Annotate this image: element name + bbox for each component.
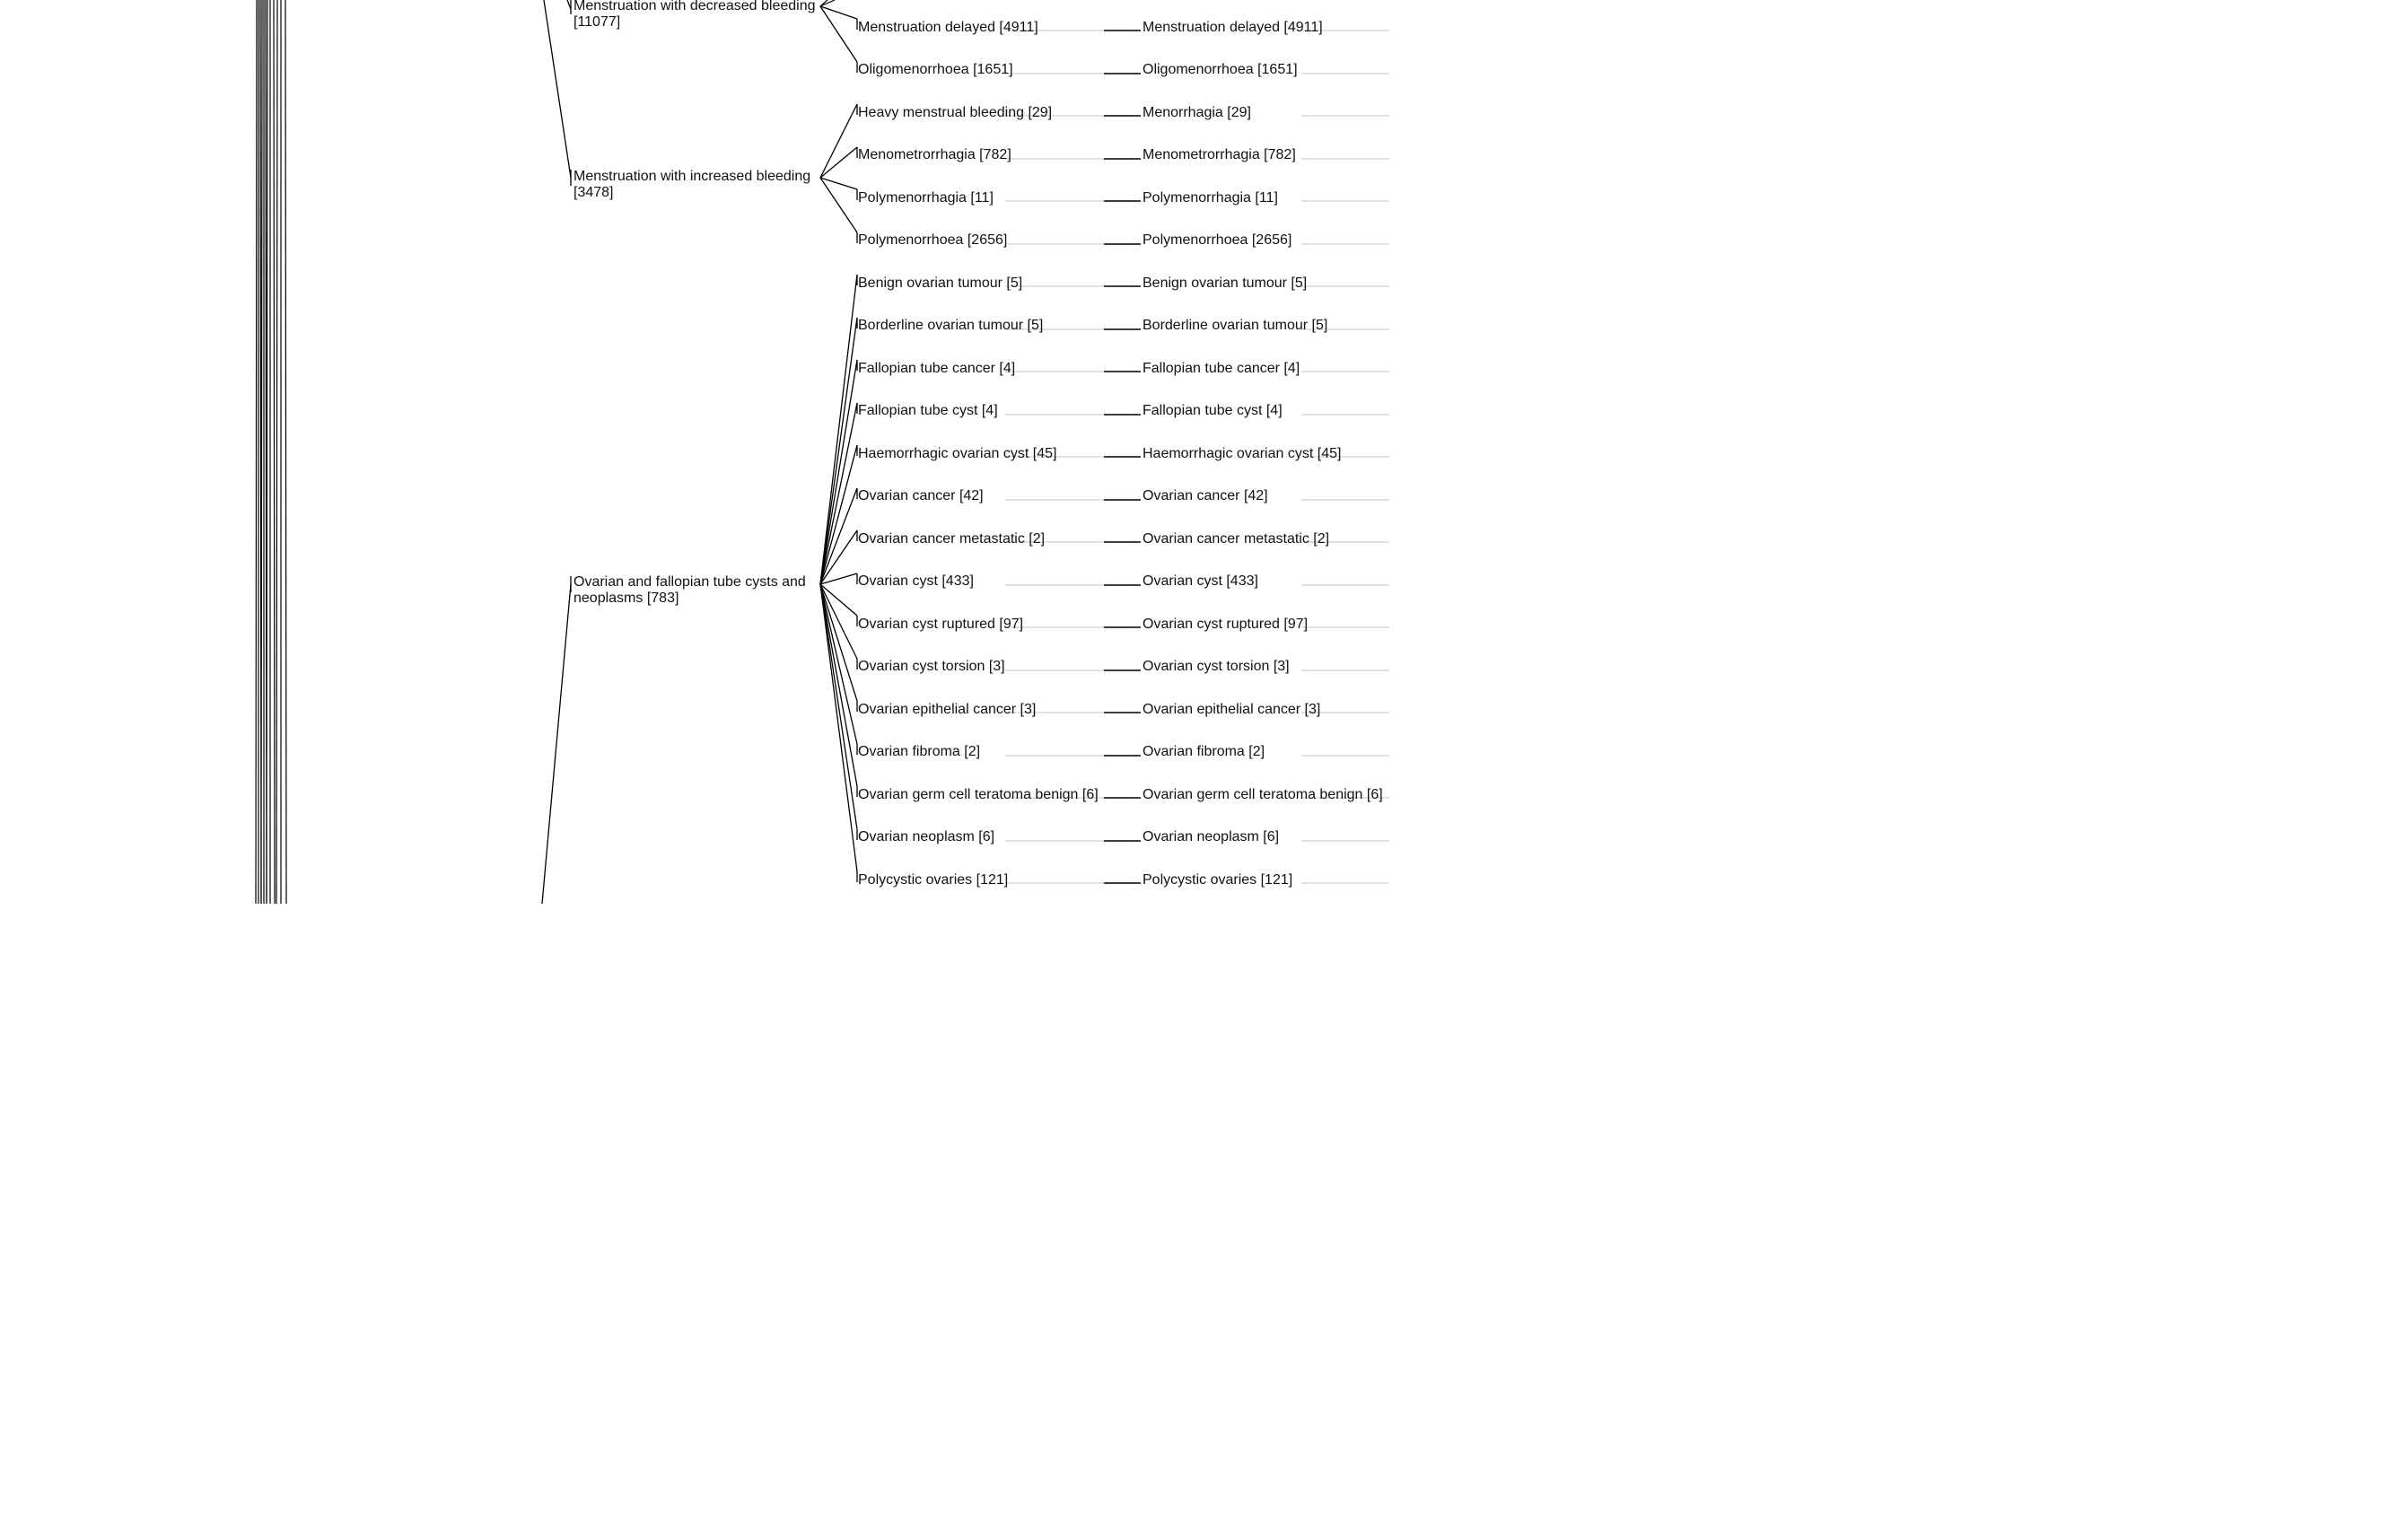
trunk-link — [260, 0, 263, 904]
parent-to-term-link — [819, 583, 858, 702]
preferred-term-node[interactable]: Polymenorrhagia [11] — [858, 190, 994, 206]
parent-to-term-link — [819, 317, 858, 585]
lowest-level-term-node[interactable]: Oligomenorrhoea [1651] — [1143, 62, 1298, 77]
parent-to-term-link — [819, 146, 858, 179]
preferred-term-node[interactable]: Ovarian neoplasm [6] — [858, 829, 995, 844]
tree-links-layer — [255, 0, 1389, 904]
parent-to-term-link — [819, 359, 858, 585]
lowest-level-term-node[interactable]: Fallopian tube cancer [4] — [1143, 361, 1300, 376]
trunk-to-parent-link — [566, 0, 572, 10]
lowest-level-term-node[interactable]: Haemorrhagic ovarian cyst [45] — [1143, 446, 1342, 461]
parent-node-increased-bleeding[interactable]: Menstruation with increased bleeding [34… — [573, 169, 811, 200]
parent-to-term-link — [819, 177, 858, 233]
fan-link — [819, 0, 836, 7]
lowest-level-term-node[interactable]: Polycystic ovaries [121] — [1143, 872, 1293, 888]
trunk-link — [276, 0, 278, 904]
fan-link — [819, 0, 828, 7]
lowest-level-term-node[interactable]: Ovarian neoplasm [6] — [1143, 829, 1280, 844]
preferred-term-node[interactable]: Oligomenorrhoea [1651] — [858, 62, 1013, 77]
lowest-level-term-node[interactable]: Benign ovarian tumour [5] — [1143, 276, 1308, 291]
parent-to-term-link — [819, 274, 858, 585]
trunk-link — [255, 0, 258, 904]
parent-to-term-link — [819, 583, 858, 830]
parent-node-ovarian-cysts-neoplasms[interactable]: Ovarian and fallopian tube cysts and neo… — [573, 574, 806, 606]
preferred-term-node[interactable]: Ovarian cyst ruptured [97] — [858, 617, 1024, 632]
lowest-level-term-node[interactable]: Polymenorrhagia [11] — [1143, 190, 1278, 206]
preferred-term-node[interactable]: Fallopian tube cyst [4] — [858, 403, 998, 418]
parent-to-term-link — [819, 177, 858, 190]
trunk-link — [273, 0, 276, 904]
trunk-to-parent-link — [543, 0, 572, 179]
parent-to-term-link — [819, 573, 858, 585]
preferred-term-node[interactable]: Ovarian cyst torsion [3] — [858, 659, 1005, 674]
lowest-level-term-node[interactable]: Fallopian tube cyst [4] — [1143, 403, 1283, 418]
parent-to-term-link — [819, 583, 858, 745]
term-tree-diagram: Menstruation with decreased bleeding [11… — [0, 0, 1400, 904]
lowest-level-term-node[interactable]: Ovarian cyst [433] — [1143, 573, 1258, 589]
preferred-term-node[interactable]: Ovarian epithelial cancer [3] — [858, 702, 1037, 717]
parent-node-decreased-bleeding[interactable]: Menstruation with decreased bleeding [11… — [573, 0, 816, 30]
parent-to-term-link — [819, 103, 858, 179]
lowest-level-term-node[interactable]: Borderline ovarian tumour [5] — [1143, 318, 1328, 333]
parent-to-term-link — [819, 5, 858, 20]
parent-to-term-link — [819, 583, 858, 872]
preferred-term-node[interactable]: Ovarian cancer [42] — [858, 488, 984, 503]
lowest-level-term-node[interactable]: Ovarian cyst ruptured [97] — [1143, 617, 1309, 632]
parent-to-term-link — [819, 487, 858, 585]
lowest-level-term-node[interactable]: Ovarian cancer [42] — [1143, 488, 1268, 503]
trunk-link — [285, 0, 287, 904]
preferred-term-node[interactable]: Polycystic ovaries [121] — [858, 872, 1009, 888]
lowest-level-term-node[interactable]: Ovarian fibroma [2] — [1143, 744, 1265, 759]
parent-to-term-link — [819, 5, 858, 63]
parent-to-term-link — [819, 583, 858, 660]
preferred-term-node[interactable]: Borderline ovarian tumour [5] — [858, 318, 1044, 333]
parent-to-term-link — [819, 583, 858, 787]
lowest-level-term-node[interactable]: Polymenorrhoea [2656] — [1143, 232, 1292, 248]
lowest-level-term-node[interactable]: Ovarian epithelial cancer [3] — [1143, 702, 1321, 717]
preferred-term-node[interactable]: Ovarian cancer metastatic [2] — [858, 531, 1046, 547]
trunk-to-parent-link — [541, 583, 572, 904]
parent-to-term-link — [819, 402, 858, 585]
preferred-term-node[interactable]: Fallopian tube cancer [4] — [858, 361, 1016, 376]
preferred-term-node[interactable]: Ovarian cyst [433] — [858, 573, 974, 589]
lowest-level-term-node[interactable]: Menorrhagia [29] — [1143, 105, 1251, 120]
preferred-term-node[interactable]: Haemorrhagic ovarian cyst [45] — [858, 446, 1057, 461]
lowest-level-term-node[interactable]: Ovarian cancer metastatic [2] — [1143, 531, 1330, 547]
preferred-term-node[interactable]: Menometrorrhagia [782] — [858, 147, 1011, 162]
lowest-level-term-node[interactable]: Menometrorrhagia [782] — [1143, 147, 1296, 162]
preferred-term-node[interactable]: Ovarian germ cell teratoma benign [6] — [858, 787, 1099, 802]
lowest-level-term-node[interactable]: Menstruation delayed [4911] — [1143, 20, 1323, 35]
preferred-term-node[interactable]: Heavy menstrual bleeding [29] — [858, 105, 1053, 120]
preferred-term-node[interactable]: Benign ovarian tumour [5] — [858, 276, 1023, 291]
preferred-term-node[interactable]: Polymenorrhoea [2656] — [858, 232, 1008, 248]
parent-to-term-link — [819, 529, 858, 585]
parent-to-term-link — [819, 444, 858, 585]
preferred-term-node[interactable]: Ovarian fibroma [2] — [858, 744, 981, 759]
preferred-term-node[interactable]: Menstruation delayed [4911] — [858, 20, 1038, 35]
lowest-level-term-node[interactable]: Ovarian germ cell teratoma benign [6] — [1143, 787, 1383, 802]
parent-to-term-link — [819, 583, 858, 617]
lowest-level-term-node[interactable]: Ovarian cyst torsion [3] — [1143, 659, 1290, 674]
